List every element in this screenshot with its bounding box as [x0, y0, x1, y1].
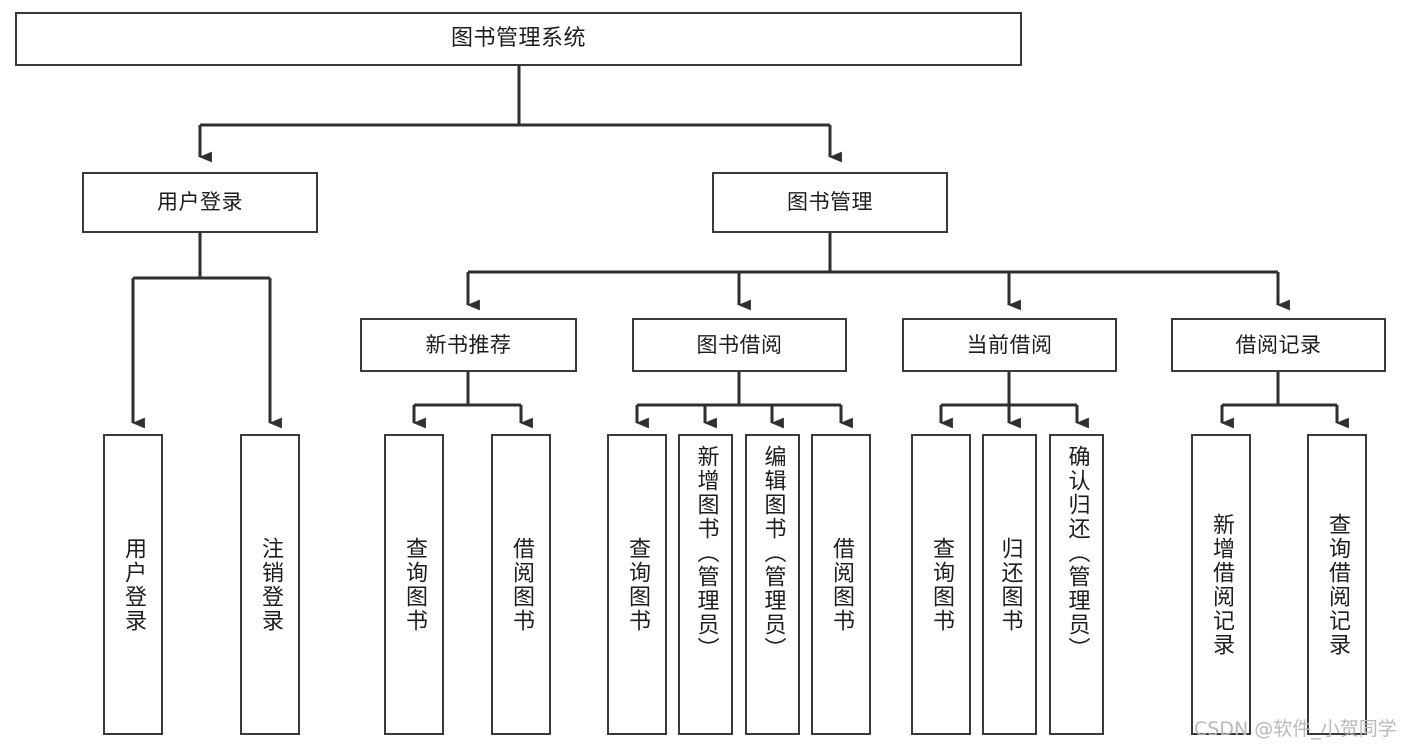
leaf-logout[interactable]: 注销登录 — [240, 434, 300, 735]
node-label: 图书借阅 — [696, 332, 783, 357]
node-current-borrow[interactable]: 当前借阅 — [902, 318, 1117, 372]
node-label: 注销登录 — [258, 536, 283, 633]
node-root-system[interactable]: 图书管理系统 — [15, 12, 1022, 66]
leaf-confirm-return-admin[interactable]: 确认归还（管理员） — [1049, 434, 1104, 735]
node-new-book-recommend[interactable]: 新书推荐 — [360, 318, 577, 372]
node-book-borrow[interactable]: 图书借阅 — [632, 318, 847, 372]
leaf-edit-book-admin[interactable]: 编辑图书（管理员） — [745, 434, 800, 735]
node-label: 用户登录 — [157, 190, 243, 215]
leaf-query-book-borrow[interactable]: 查询图书 — [607, 434, 667, 735]
node-label: 确认归还（管理员） — [1064, 445, 1090, 661]
node-label: 借阅记录 — [1235, 332, 1322, 357]
node-label: 查询图书 — [402, 536, 427, 633]
node-label: 用户登录 — [121, 536, 146, 633]
node-label: 新增借阅记录 — [1209, 512, 1234, 657]
node-label: 当前借阅 — [966, 332, 1053, 357]
node-borrow-records[interactable]: 借阅记录 — [1171, 318, 1386, 372]
node-label: 图书管理 — [787, 190, 873, 215]
node-label: 编辑图书（管理员） — [760, 445, 786, 661]
node-label: 图书管理系统 — [450, 26, 586, 52]
node-label: 借阅图书 — [509, 536, 534, 633]
node-label: 查询图书 — [625, 536, 650, 633]
leaf-return-book[interactable]: 归还图书 — [982, 434, 1037, 735]
leaf-add-borrow-record[interactable]: 新增借阅记录 — [1191, 434, 1251, 735]
node-label: 查询借阅记录 — [1325, 512, 1350, 657]
node-user-login[interactable]: 用户登录 — [82, 172, 318, 233]
leaf-borrow-book-recommend[interactable]: 借阅图书 — [491, 434, 551, 735]
leaf-query-book-recommend[interactable]: 查询图书 — [384, 434, 444, 735]
node-book-management[interactable]: 图书管理 — [712, 172, 948, 233]
node-label: 查询图书 — [929, 536, 954, 633]
node-label: 借阅图书 — [829, 536, 854, 633]
leaf-add-book-admin[interactable]: 新增图书（管理员） — [678, 434, 733, 735]
csdn-watermark: CSDN @软件_小贺同学 — [1194, 718, 1397, 740]
leaf-user-login[interactable]: 用户登录 — [103, 434, 163, 735]
node-label: 归还图书 — [997, 536, 1023, 633]
leaf-query-borrow-record[interactable]: 查询借阅记录 — [1307, 434, 1367, 735]
leaf-query-book-current[interactable]: 查询图书 — [911, 434, 971, 735]
node-label: 新书推荐 — [425, 332, 512, 357]
leaf-borrow-book[interactable]: 借阅图书 — [811, 434, 871, 735]
node-label: 新增图书（管理员） — [693, 445, 719, 661]
